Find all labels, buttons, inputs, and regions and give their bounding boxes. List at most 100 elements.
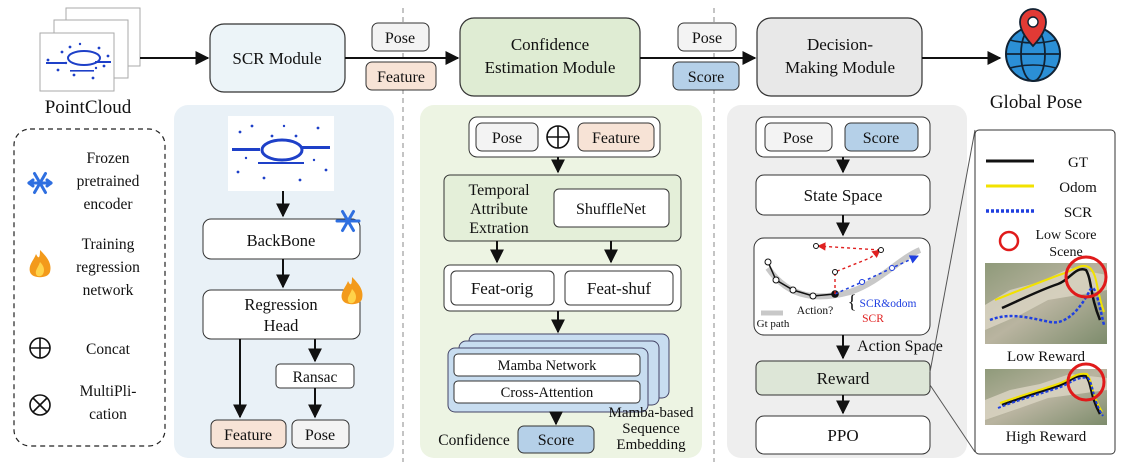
svg-text:Mamba-based: Mamba-based — [609, 405, 694, 421]
action-space-label: Action Space — [857, 338, 943, 355]
concat-icon — [29, 337, 51, 359]
action-illustration: Gt path Action? { SCR&odom SCR — [753, 237, 931, 336]
pose-tag-b: Pose — [677, 22, 737, 52]
svg-text:Estimation Module: Estimation Module — [485, 58, 616, 77]
svg-text:Pose: Pose — [492, 130, 522, 147]
confidence-panel: Pose Feature Temporal Attribute Extratio… — [420, 105, 702, 458]
decision-module[interactable]: Decision- Making Module — [756, 17, 923, 97]
reward-block[interactable]: Reward — [755, 360, 931, 396]
ransac-block[interactable]: Ransac — [275, 363, 355, 389]
globe-pin-icon — [1005, 8, 1061, 82]
svg-text:PPO: PPO — [827, 426, 858, 445]
decision-input-group: Pose Score — [755, 116, 931, 158]
svg-text:ShuffleNet: ShuffleNet — [576, 201, 646, 218]
conf-input-group: Pose Feature — [468, 116, 661, 158]
state-space-block[interactable]: State Space — [755, 174, 931, 216]
scr-pointcloud-image — [228, 116, 334, 191]
high-reward-image — [985, 362, 1107, 425]
svg-text:Pose: Pose — [305, 427, 335, 444]
svg-text:BackBone: BackBone — [247, 231, 316, 250]
svg-text:Making Module: Making Module — [785, 58, 895, 77]
decision-panel: Pose Score State Space — [727, 105, 967, 458]
zoom-line-top — [929, 129, 976, 373]
svg-text:High Reward: High Reward — [1006, 429, 1087, 445]
svg-text:SCR: SCR — [1064, 205, 1092, 221]
legend-panel: Frozen pretrained encoder Training regre… — [13, 128, 166, 447]
svg-text:Extration: Extration — [469, 220, 529, 237]
svg-text:Head: Head — [264, 316, 300, 335]
svg-text:GT: GT — [1068, 155, 1088, 171]
svg-text:cation: cation — [89, 406, 127, 423]
svg-text:State Space: State Space — [804, 186, 883, 205]
svg-text:Decision-: Decision- — [807, 35, 873, 54]
confidence-module[interactable]: Confidence Estimation Module — [459, 17, 641, 97]
svg-text:Low Reward: Low Reward — [1007, 349, 1085, 365]
svg-text:Feat-shuf: Feat-shuf — [587, 279, 652, 298]
svg-text:Feature: Feature — [377, 69, 425, 86]
svg-text:Odom: Odom — [1059, 180, 1097, 196]
svg-text:Mamba Network: Mamba Network — [498, 358, 597, 374]
svg-text:Regression: Regression — [244, 295, 317, 314]
svg-text:Scene: Scene — [1049, 245, 1082, 260]
confidence-label: Confidence — [438, 432, 510, 449]
svg-text:regression: regression — [76, 259, 140, 276]
flame-icon — [29, 250, 51, 278]
scr-pose-output: Pose — [291, 419, 350, 449]
svg-text:Pose: Pose — [692, 30, 722, 47]
scr-module[interactable]: SCR Module — [209, 23, 346, 93]
trajectory-panel: GT Odom SCR Low Score Scene Low Reward H… — [974, 129, 1116, 455]
svg-text:Feature: Feature — [224, 427, 272, 444]
regression-head-block[interactable]: Regression Head — [202, 289, 361, 340]
svg-text:Action?: Action? — [797, 305, 833, 317]
svg-text:Temporal: Temporal — [468, 182, 530, 199]
svg-text:Gt path: Gt path — [757, 318, 790, 330]
svg-text:SCR: SCR — [862, 313, 884, 325]
mamba-stack[interactable]: Mamba Network Cross-Attention — [447, 333, 670, 413]
snowflake-icon — [335, 210, 361, 232]
svg-text:MultiPli-: MultiPli- — [80, 383, 137, 400]
ppo-block[interactable]: PPO — [755, 415, 931, 455]
svg-text:Concat: Concat — [86, 341, 131, 358]
svg-text:encoder: encoder — [83, 196, 133, 213]
svg-text:Score: Score — [688, 69, 724, 86]
concat-icon — [546, 125, 570, 149]
svg-text:Confidence: Confidence — [511, 35, 589, 54]
score-tag-b: Score — [672, 61, 740, 91]
svg-text:Frozen: Frozen — [86, 150, 129, 167]
scr-feature-output: Feature — [210, 419, 287, 449]
conf-score-output: Score — [517, 425, 595, 454]
svg-text:Pose: Pose — [385, 30, 415, 47]
svg-text:Pose: Pose — [783, 130, 813, 147]
svg-text:Score: Score — [863, 130, 899, 147]
svg-text:Reward: Reward — [817, 369, 870, 388]
flame-icon — [341, 277, 363, 305]
temporal-attribute-block[interactable]: Temporal Attribute Extration ShuffleNet — [443, 174, 682, 242]
feat-split-group: Feat-orig Feat-shuf — [443, 264, 682, 312]
multiplication-icon — [29, 394, 51, 416]
input-label: PointCloud — [45, 97, 132, 118]
svg-text:Score: Score — [538, 432, 574, 449]
snowflake-icon — [27, 172, 53, 194]
svg-text:SCR&odom: SCR&odom — [860, 298, 917, 310]
pointcloud-icon — [39, 7, 141, 92]
svg-text:Training: Training — [82, 236, 135, 253]
low-reward-image — [985, 255, 1108, 344]
scr-module-title: SCR Module — [232, 49, 321, 68]
svg-text:Feature: Feature — [592, 130, 640, 147]
pose-tag-a: Pose — [371, 22, 430, 52]
svg-text:Sequence: Sequence — [622, 421, 680, 437]
zoom-line-bottom — [929, 384, 976, 453]
svg-text:{: { — [847, 292, 856, 313]
svg-text:Low Score: Low Score — [1035, 228, 1096, 243]
output-label: Global Pose — [990, 92, 1082, 113]
feature-tag-a: Feature — [365, 61, 437, 91]
svg-text:Feat-orig: Feat-orig — [471, 279, 534, 298]
svg-text:Embedding: Embedding — [616, 437, 686, 453]
scr-panel: BackBone Regression Head Ransac Feature — [174, 105, 394, 458]
svg-text:Ransac: Ransac — [293, 369, 338, 386]
svg-text:pretrained: pretrained — [77, 173, 140, 190]
svg-text:Cross-Attention: Cross-Attention — [501, 385, 594, 401]
backbone-block[interactable]: BackBone — [202, 218, 361, 260]
svg-text:Attribute: Attribute — [470, 201, 528, 218]
